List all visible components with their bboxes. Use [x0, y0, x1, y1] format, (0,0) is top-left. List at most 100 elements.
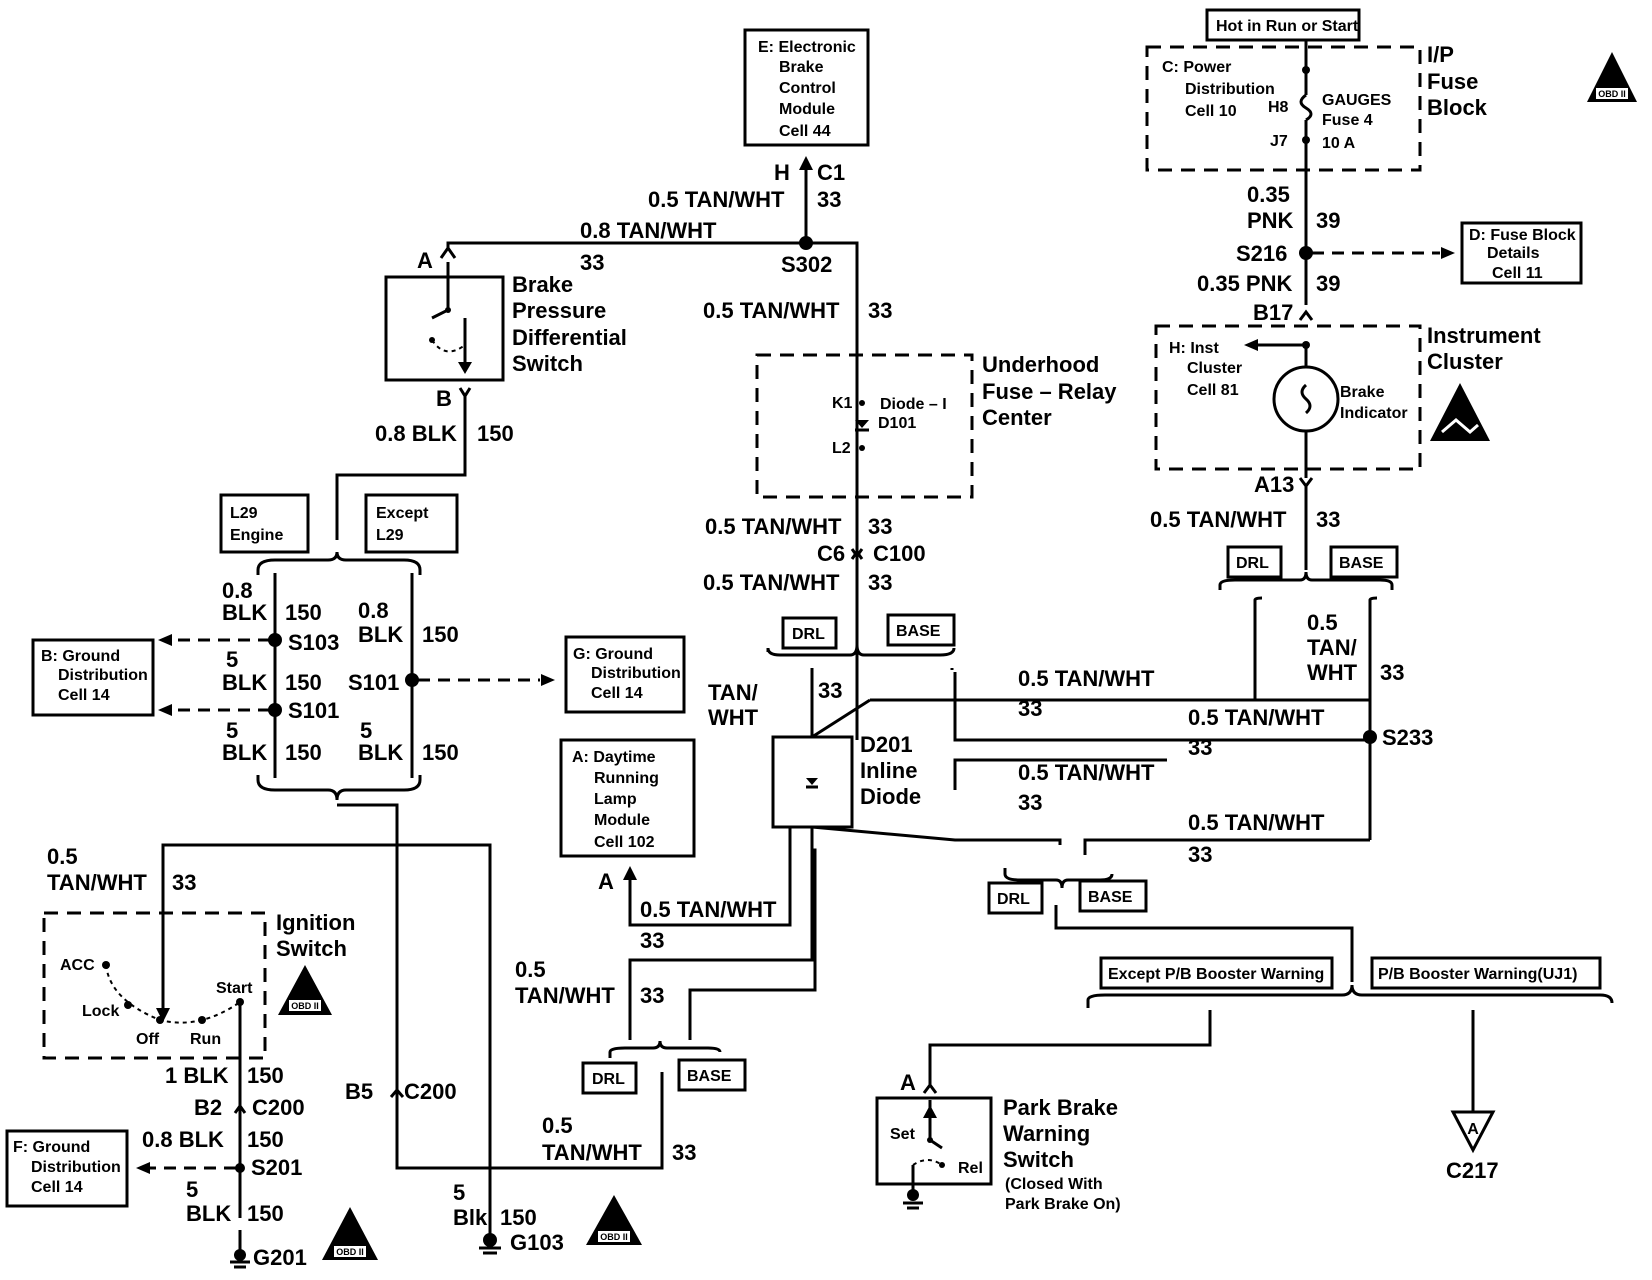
inst-label-3: Cell 81 — [1187, 382, 1239, 399]
obd-label-top-right: OBD II — [1598, 89, 1626, 99]
dot-fuse-bottom — [1302, 136, 1310, 144]
label-5-right: 5 — [360, 718, 372, 743]
circuit-33-drl: 33 — [640, 928, 664, 953]
bracket-pb — [1086, 984, 1614, 1008]
fuse-block-title-1: I/P — [1427, 42, 1454, 67]
fbd-label-1: D: Fuse Block — [1469, 227, 1576, 244]
d201-box — [771, 735, 854, 829]
arrow-ebcm — [799, 156, 813, 170]
park-brake-switch-box — [875, 1096, 993, 1190]
bracket-mid — [766, 644, 956, 657]
connector-b17 — [1298, 309, 1314, 321]
pin-b2: B2 — [194, 1095, 222, 1120]
uhfr-label-3: Center — [982, 405, 1052, 430]
fbd-label-3: Cell 11 — [1492, 265, 1543, 282]
pin-j7: J7 — [1270, 133, 1288, 150]
pin-h: H — [774, 160, 790, 185]
fuse-label-3: 10 A — [1322, 135, 1356, 152]
tan-label-d201: TAN/ — [708, 680, 758, 705]
ground-pbws-icon — [903, 1189, 923, 1210]
pbsw-rel: Rel — [958, 1160, 983, 1177]
base-label-right: BASE — [1339, 555, 1384, 572]
label-blk-right-1: BLK — [358, 622, 403, 647]
uhfr-box — [755, 353, 974, 499]
arrow-drl-module — [623, 866, 637, 880]
splice-s302: S302 — [781, 252, 832, 277]
ebcm-label-3: Control — [779, 80, 836, 97]
c217-connector-icon: A — [1450, 1110, 1496, 1154]
pin-c100: C100 — [873, 541, 926, 566]
gd-f-label-2: Distribution — [31, 1159, 121, 1176]
wire-d201-top — [810, 670, 871, 739]
inst-title-2: Cluster — [1427, 349, 1503, 374]
dot-fuse-top — [1302, 66, 1310, 74]
drl-mod-label-3: Lamp — [594, 791, 637, 808]
pin-c1: C1 — [817, 160, 845, 185]
circuit-150-s201: 150 — [247, 1127, 284, 1152]
pin-a-pbws: A — [900, 1070, 916, 1095]
gd-g-label-2: Distribution — [591, 665, 681, 682]
connector-c100 — [850, 548, 864, 560]
circuit-33-top: 33 — [817, 187, 841, 212]
label-05-s233: 0.5 — [1307, 610, 1338, 635]
circuit-33-r3: 33 — [1018, 790, 1042, 815]
pbsw-set: Set — [890, 1126, 916, 1143]
ebcm-label-2: Brake — [779, 59, 824, 76]
label-05-bottom: 0.5 — [542, 1113, 573, 1138]
ebcm-label-4: Module — [779, 101, 835, 118]
hot-in-run-box: Hot in Run or Start — [1205, 8, 1361, 42]
bpds-label-3: Differential — [512, 325, 627, 350]
wire-base-bottom — [337, 803, 664, 1170]
wire-label-tw05-top: 0.5 TAN/WHT — [648, 187, 785, 212]
obd-triangle-ign: OBD II — [278, 965, 332, 1015]
circuit-33-c6: 33 — [868, 514, 892, 539]
l29-label-1: L29 — [230, 505, 258, 522]
splice-s233: S233 — [1382, 725, 1433, 750]
drl-label-lower: DRL — [997, 891, 1030, 908]
except-pb-box: Except P/B Booster Warning — [1099, 956, 1334, 990]
wire-r4 — [811, 825, 1370, 855]
base-label-mid: BASE — [896, 623, 941, 640]
connector-a-bpds — [439, 245, 457, 259]
pin-c6: C6 — [817, 541, 845, 566]
ign-start: Start — [216, 980, 253, 997]
tan-label-s233: TAN/ — [1307, 635, 1357, 660]
wire-label-blk1: 1 BLK — [165, 1063, 229, 1088]
diode-d101-symbol — [855, 420, 869, 428]
fuse-label-2: Fuse 4 — [1322, 112, 1373, 129]
wire-label-blk08: 0.8 BLK — [375, 421, 457, 446]
pin-c200-left: C200 — [252, 1095, 305, 1120]
drl-mod-label-4: Module — [594, 812, 650, 829]
dot-l2 — [859, 445, 865, 451]
drl-label-mid: DRL — [792, 626, 825, 643]
base-box-mid: BASE — [886, 613, 956, 647]
fuse-symbol — [1299, 93, 1313, 122]
pbws-label-2: Warning — [1003, 1121, 1090, 1146]
wire-label-blk08-s201: 0.8 BLK — [142, 1127, 224, 1152]
bracket-l29-bottom — [256, 775, 422, 801]
label-pnk: PNK — [1247, 208, 1294, 233]
label-blk-left-2: BLK — [222, 670, 267, 695]
splice-s101a: S101 — [288, 698, 339, 723]
wire-label-tw08: 0.8 TAN/WHT — [580, 218, 717, 243]
uhfr-label-1: Underhood — [982, 352, 1099, 377]
splice-s201-dot — [235, 1163, 245, 1173]
wire-ign-top — [161, 843, 492, 1168]
circuit-150-left-3: 150 — [285, 740, 322, 765]
connector-c200-left — [233, 1103, 247, 1114]
d201-label-2: Inline — [860, 758, 917, 783]
pin-l2: L2 — [832, 440, 851, 457]
dot-lock — [124, 1001, 132, 1009]
ip-fuse-block-box — [1145, 45, 1422, 172]
obd-triangle-g201: OBD II — [322, 1207, 378, 1260]
label-08-left: 0.8 — [222, 578, 253, 603]
ign-lock: Lock — [82, 1003, 119, 1020]
inst-label-2: Cluster — [1187, 360, 1242, 377]
drl-mod-label-2: Running — [594, 770, 659, 787]
fuse-block-details-box: D: Fuse Block Details Cell 11 — [1460, 221, 1583, 285]
bpds-label-4: Switch — [512, 351, 583, 376]
connector-c200-right — [389, 1087, 405, 1098]
bracket-l29-top — [256, 551, 422, 575]
drl-label-bottom: DRL — [592, 1071, 625, 1088]
base-label-lower: BASE — [1088, 889, 1133, 906]
